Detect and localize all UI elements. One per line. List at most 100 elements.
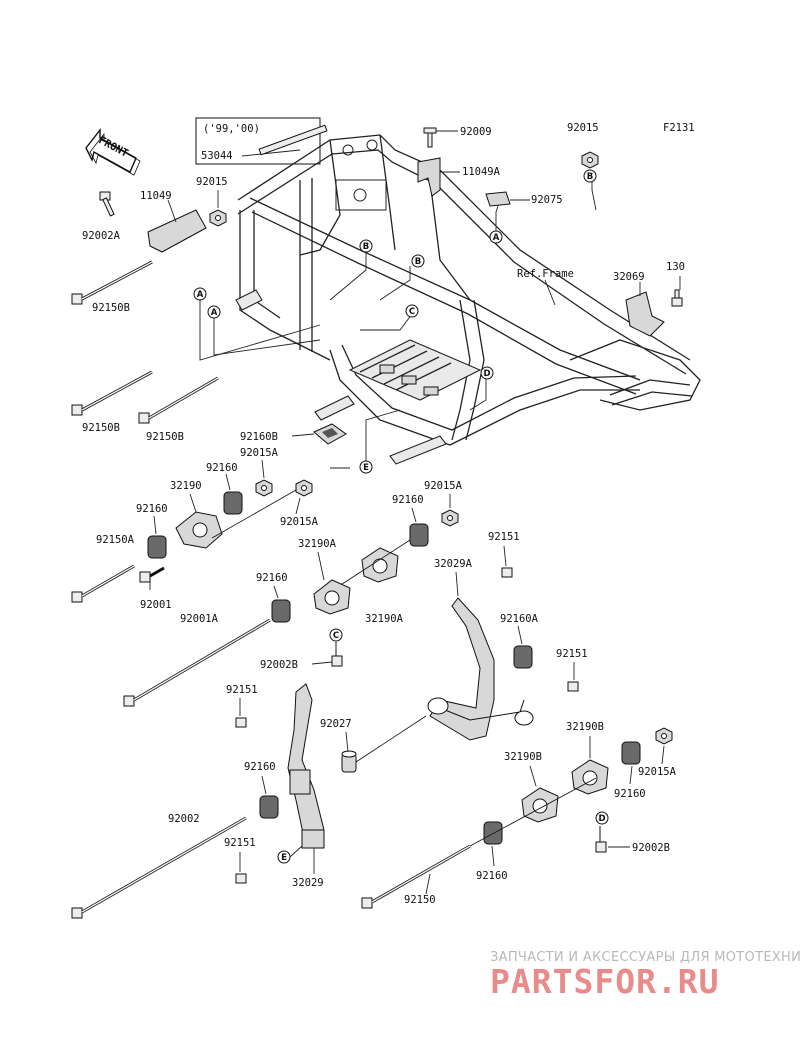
label-32069: 32069 — [613, 271, 645, 283]
rubber-92160-6 — [483, 821, 503, 867]
watermark-brand: PARTSFOR.RU — [490, 962, 720, 1001]
label-92009: 92009 — [460, 126, 492, 138]
nut-92015A-3 — [441, 494, 459, 527]
callout-a-1: A — [193, 287, 207, 301]
label-92160A: 92160A — [500, 613, 539, 625]
bracket-32190A-2 — [313, 551, 351, 615]
bolt-92002A — [99, 191, 115, 217]
label-92151-4: 92151 — [224, 837, 256, 849]
label-92001: 92001 — [140, 599, 172, 611]
bolt-92151-4 — [235, 852, 247, 884]
label-92151-2: 92151 — [556, 648, 588, 660]
front-arrow-icon: FRONT — [85, 127, 141, 176]
bolt-92151-1 — [501, 545, 513, 578]
figure-code: F2131 — [663, 122, 695, 134]
label-92015A-3: 92015A — [424, 480, 463, 492]
year-note: ('99,'00) — [203, 123, 260, 135]
label-92160B: 92160B — [240, 431, 278, 443]
bolt-92009 — [423, 127, 458, 148]
label-92150B-3: 92150B — [146, 431, 184, 443]
label-32190B-2: 32190B — [504, 751, 542, 763]
label-92015A-2: 92015A — [280, 516, 319, 528]
callout-d-2: D — [595, 811, 609, 825]
callout-e-2: E — [277, 850, 291, 864]
main-frame — [235, 134, 701, 465]
label-92002A: 92002A — [82, 230, 121, 242]
bolt-92150B-2 — [71, 370, 153, 416]
arm-32029A — [427, 571, 534, 741]
watermark-tagline: ЗАПЧАСТИ И АКСЕССУАРЫ ДЛЯ МОТОТЕХНИКИ — [490, 950, 800, 965]
bolt-92002 — [71, 816, 247, 919]
label-32190A-2: 32190A — [365, 613, 404, 625]
label-53044: 53044 — [201, 150, 233, 162]
collar-92027 — [341, 715, 427, 773]
bolt-92002B-2 — [595, 826, 630, 853]
callout-a-3: A — [489, 230, 503, 244]
callout-b-1: B — [359, 239, 373, 253]
label-92150A: 92150A — [96, 534, 135, 546]
callout-b-2: B — [411, 254, 425, 268]
svg-text:D: D — [483, 369, 490, 379]
bolt-92150 — [361, 777, 597, 909]
nut-92015-left — [209, 190, 227, 227]
bracket-11049 — [147, 199, 207, 253]
bolt-130 — [671, 276, 683, 307]
bracket-11049A — [417, 157, 460, 197]
label-92001A: 92001A — [180, 613, 219, 625]
arm-32029 — [287, 683, 325, 849]
svg-text:A: A — [211, 308, 218, 318]
label-11049: 11049 — [140, 190, 172, 202]
label-92160-1: 92160 — [206, 462, 238, 474]
label-11049A: 11049A — [462, 166, 501, 178]
label-92160-5: 92160 — [614, 788, 646, 800]
svg-text:B: B — [415, 257, 421, 267]
label-92015-left: 92015 — [196, 176, 228, 188]
label-130: 130 — [666, 261, 685, 273]
rubber-92160-7 — [259, 775, 279, 819]
label-92150B-2: 92150B — [82, 422, 120, 434]
rubber-92160-4 — [271, 585, 291, 623]
nut-92015A-4 — [655, 727, 673, 765]
bolt-92150B-3 — [138, 376, 219, 424]
label-92160-4: 92160 — [256, 572, 288, 584]
rubber-92160-5 — [621, 741, 641, 785]
callout-c-1: C — [405, 304, 419, 318]
label-32190B-1: 32190B — [566, 721, 604, 733]
rubber-92160B — [291, 423, 347, 445]
svg-text:C: C — [409, 307, 415, 317]
bolt-92150A — [71, 564, 135, 603]
label-92002B-1: 92002B — [260, 659, 298, 671]
label-92002B-2: 92002B — [632, 842, 670, 854]
svg-text:B: B — [587, 172, 593, 182]
label-92160-3: 92160 — [392, 494, 424, 506]
nut-92015-top — [581, 151, 599, 169]
label-92015A-1: 92015A — [240, 447, 279, 459]
svg-text:A: A — [197, 290, 204, 300]
label-32190A-1: 32190A — [298, 538, 337, 550]
nut-92015A-1 — [255, 459, 273, 497]
label-92015-top: 92015 — [567, 122, 599, 134]
bolt-92001A — [123, 618, 271, 707]
ref-frame-label: Ref.Frame — [517, 268, 574, 280]
callout-d-1: D — [480, 366, 494, 380]
label-92015A-4: 92015A — [638, 766, 677, 778]
label-92075: 92075 — [531, 194, 563, 206]
label-92151-3: 92151 — [226, 684, 258, 696]
bracket-32069 — [625, 282, 665, 337]
label-32190: 32190 — [170, 480, 202, 492]
callout-e-1: E — [359, 460, 373, 474]
svg-text:B: B — [363, 242, 369, 252]
svg-text:D: D — [598, 814, 605, 824]
nut-92015A-2 — [211, 479, 313, 539]
label-32029: 32029 — [292, 877, 324, 889]
bolt-92150B-1 — [71, 260, 153, 305]
label-92027: 92027 — [320, 718, 352, 730]
rubber-92160A — [513, 625, 533, 669]
svg-text:C: C — [333, 631, 339, 641]
callout-c-2: C — [329, 628, 343, 642]
label-92160-6: 92160 — [476, 870, 508, 882]
bracket-32190A-1 — [335, 539, 411, 589]
label-32029A: 32029A — [434, 558, 473, 570]
bolt-92151-2 — [567, 662, 579, 692]
